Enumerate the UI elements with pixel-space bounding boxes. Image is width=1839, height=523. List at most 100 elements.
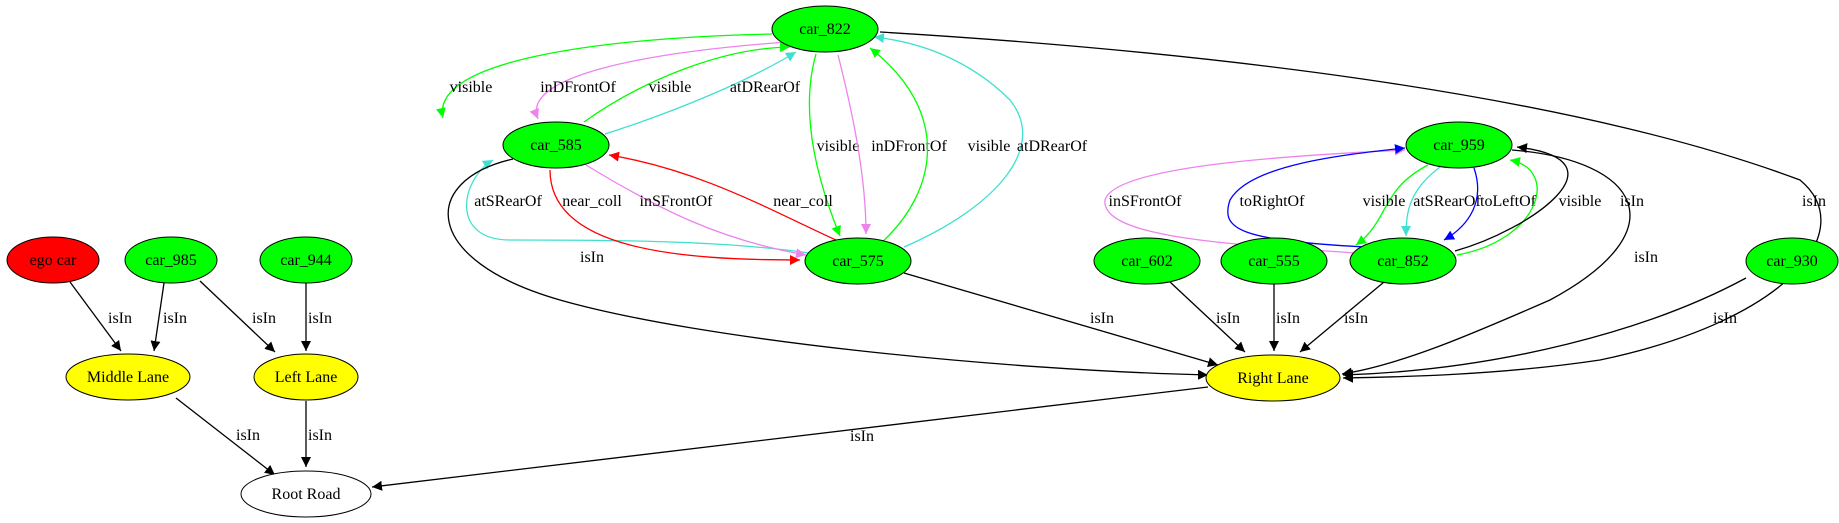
node-label: car_852 xyxy=(1377,253,1429,270)
edge-line xyxy=(879,31,1822,383)
edge-label: visible xyxy=(1363,193,1406,210)
edge-car_585-to-car_575: inSFrontOf xyxy=(585,164,807,259)
edge-car_985-to-middle: isIn xyxy=(150,282,187,352)
node-car-930[interactable]: car_930 xyxy=(1745,237,1839,285)
edge-label: isIn xyxy=(163,310,187,327)
node-label: car_585 xyxy=(530,137,582,154)
edge-label: visible xyxy=(1559,193,1602,210)
edge-car_959-to-car_852: atSRearOf xyxy=(1401,166,1481,237)
edge-label: isIn xyxy=(850,428,874,445)
edge-car_822-to-car_575: visible xyxy=(808,53,859,237)
node-root[interactable]: Root Road xyxy=(240,470,372,518)
node-ellipse[interactable] xyxy=(6,236,100,284)
edge-line xyxy=(1401,166,1441,237)
edge-right-to-root: isIn xyxy=(371,386,1209,491)
edge-car_585-to-car_575: near_coll xyxy=(549,169,801,265)
node-ellipse[interactable] xyxy=(771,5,879,53)
node-ellipse[interactable] xyxy=(65,353,191,401)
node-car-602[interactable]: car_602 xyxy=(1093,237,1201,285)
node-ellipse[interactable] xyxy=(1745,237,1839,285)
node-ellipse[interactable] xyxy=(253,353,359,401)
edge-line xyxy=(869,47,928,245)
edge-line xyxy=(199,280,276,353)
edge-car_575-to-car_822: visible xyxy=(869,47,1011,245)
node-ellipse[interactable] xyxy=(124,236,218,284)
edge-label: inSFrontOf xyxy=(1109,193,1183,210)
edge-left-to-root: isIn xyxy=(301,401,332,467)
node-ellipse[interactable] xyxy=(804,237,912,285)
edge-label: atDRearOf xyxy=(730,79,801,96)
node-label: Root Road xyxy=(272,486,341,503)
edge-label: inDFrontOf xyxy=(871,138,947,155)
edge-label: isIn xyxy=(1090,310,1114,327)
node-right[interactable]: Right Lane xyxy=(1205,354,1341,402)
edge-line xyxy=(608,151,837,241)
node-label: car_822 xyxy=(799,21,851,38)
node-middle[interactable]: Middle Lane xyxy=(65,353,191,401)
edge-car_959-to-car_852: visible xyxy=(1355,164,1429,246)
node-label: car_944 xyxy=(280,252,332,269)
node-ellipse[interactable] xyxy=(1205,354,1341,402)
node-label: Right Lane xyxy=(1237,370,1309,387)
edge-line xyxy=(837,54,871,235)
node-ellipse[interactable] xyxy=(1349,237,1457,285)
edge-car_959-to-car_852: toLeftOf xyxy=(1443,167,1537,241)
node-ego[interactable]: ego car xyxy=(6,236,100,284)
edge-line xyxy=(1456,157,1538,256)
edge-label: isIn xyxy=(1216,310,1240,327)
edge-car_852-to-car_959: visible xyxy=(1456,157,1602,256)
edge-line xyxy=(1299,281,1385,353)
edge-car_822-to-car_575: inDFrontOf xyxy=(837,54,947,235)
edge-car_852-to-right: isIn xyxy=(1299,281,1385,353)
edge-label: near_coll xyxy=(562,193,622,210)
edge-label: isIn xyxy=(252,310,276,327)
node-ellipse[interactable] xyxy=(502,121,610,169)
edge-line xyxy=(1341,149,1631,378)
edge-label: inSFrontOf xyxy=(640,193,714,210)
edge-label: inDFrontOf xyxy=(540,79,616,96)
node-label: car_959 xyxy=(1433,137,1485,154)
edge-line xyxy=(175,397,276,476)
node-label: ego car xyxy=(30,252,77,269)
node-car-852[interactable]: car_852 xyxy=(1349,237,1457,285)
node-car-575[interactable]: car_575 xyxy=(804,237,912,285)
node-car-585[interactable]: car_585 xyxy=(502,121,610,169)
edge-label: visible xyxy=(649,79,692,96)
edge-line xyxy=(903,272,1219,367)
node-ellipse[interactable] xyxy=(1093,237,1201,285)
edge-car_575-to-car_585: atSRearOf xyxy=(465,159,810,254)
edge-car_575-to-car_822: atDRearOf xyxy=(873,33,1088,248)
edge-middle-to-root: isIn xyxy=(175,397,276,476)
edge-label: isIn xyxy=(580,249,604,266)
edge-line xyxy=(549,169,801,265)
node-car-555[interactable]: car_555 xyxy=(1220,237,1328,285)
edge-line xyxy=(150,282,165,352)
edge-label: isIn xyxy=(1344,310,1368,327)
node-label: car_985 xyxy=(145,252,197,269)
edge-line xyxy=(435,33,773,119)
node-car-959[interactable]: car_959 xyxy=(1405,121,1513,169)
edge-car_959-to-right: isIn xyxy=(1341,149,1658,378)
node-ellipse[interactable] xyxy=(240,470,372,518)
node-ellipse[interactable] xyxy=(1405,121,1513,169)
node-label: car_555 xyxy=(1248,253,1300,270)
edge-car_585-to-car_822: visible xyxy=(583,42,791,123)
edge-label: atDRearOf xyxy=(1017,138,1088,155)
edge-label: toRightOf xyxy=(1240,193,1306,210)
edge-label: atSRearOf xyxy=(474,193,542,210)
node-label: Left Lane xyxy=(275,369,338,386)
node-ellipse[interactable] xyxy=(1220,237,1328,285)
node-car-944[interactable]: car_944 xyxy=(259,236,353,284)
node-car-985[interactable]: car_985 xyxy=(124,236,218,284)
edge-car_575-to-right: isIn xyxy=(903,272,1219,367)
edge-label: near_coll xyxy=(773,193,833,210)
edge-car_985-to-left: isIn xyxy=(199,280,276,353)
node-car-822[interactable]: car_822 xyxy=(771,5,879,53)
edge-label: visible xyxy=(968,138,1011,155)
node-ellipse[interactable] xyxy=(259,236,353,284)
edge-line xyxy=(1443,167,1479,241)
edge-label: isIn xyxy=(1620,193,1644,210)
node-left[interactable]: Left Lane xyxy=(253,353,359,401)
